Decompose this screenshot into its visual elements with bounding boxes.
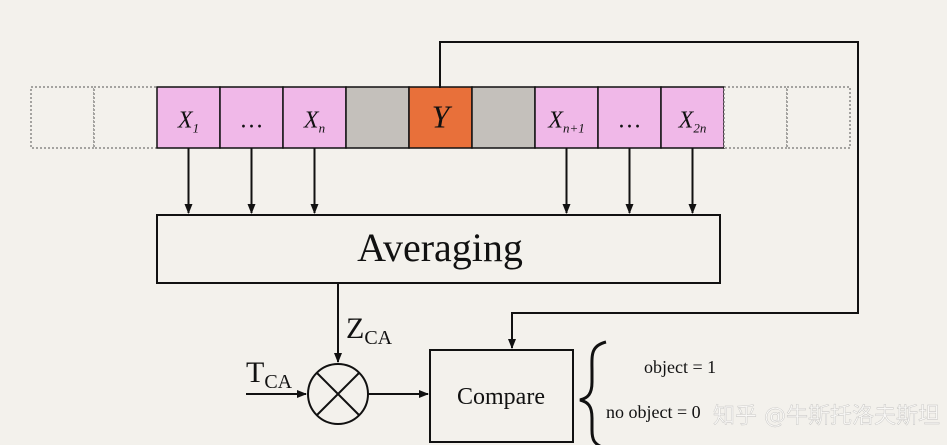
cell-label: Xn — [303, 108, 325, 136]
zca-label: ZCA — [346, 312, 393, 349]
cell-label: … — [240, 108, 264, 134]
averaging-block: Averaging — [156, 214, 721, 284]
output-no-object: no object = 0 — [606, 402, 701, 422]
cell-label: Xn+1 — [547, 108, 584, 136]
range-cell-row: X1 … Xn Y Xn+1 … X2n — [30, 86, 851, 149]
cell-reference: … — [219, 86, 284, 149]
zca-main: Z — [346, 312, 364, 345]
cell-label: … — [618, 108, 642, 134]
averaging-label: Averaging — [357, 225, 523, 270]
cell-empty — [723, 86, 788, 149]
cell-reference: X1 — [156, 86, 221, 149]
cell-empty — [786, 86, 851, 149]
cell-reference: X2n — [660, 86, 725, 149]
cell-label: X1 — [177, 108, 199, 136]
cell-label: X2n — [678, 108, 707, 136]
tca-label: TCA — [246, 356, 293, 393]
cell-reference: Xn — [282, 86, 347, 149]
compare-block: Compare — [429, 349, 574, 443]
cell-empty — [30, 86, 95, 149]
compare-label: Compare — [457, 384, 545, 410]
zca-sub: CA — [364, 327, 392, 349]
tca-sub: CA — [264, 371, 292, 393]
cell-to-averaging-arrows — [184, 148, 697, 214]
output-object: object = 1 — [644, 357, 716, 377]
cell-label: Y — [432, 99, 453, 135]
cell-guard — [471, 86, 536, 149]
cell-guard — [345, 86, 410, 149]
watermark: 知乎 @牛斯托洛夫斯坦 — [713, 404, 940, 429]
cell-reference: … — [597, 86, 662, 149]
output-brace — [579, 340, 607, 445]
tca-main: T — [246, 356, 264, 389]
cell-test: Y — [408, 86, 473, 149]
feedback-line — [439, 41, 859, 349]
cell-reference: Xn+1 — [534, 86, 599, 149]
multiplier-icon — [307, 363, 369, 425]
cell-empty — [93, 86, 158, 149]
